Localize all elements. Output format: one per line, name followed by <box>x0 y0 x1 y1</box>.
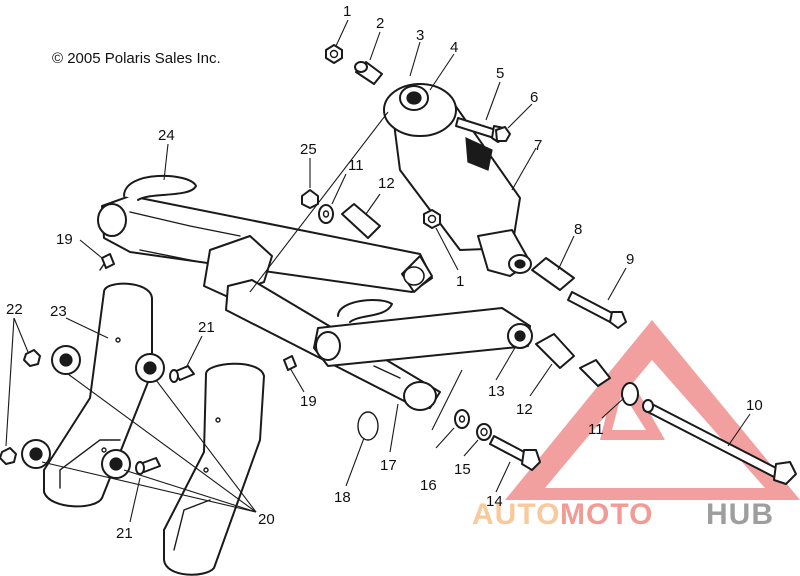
callout-22: 22 <box>6 301 23 318</box>
watermark-moto: MOTO <box>560 498 653 531</box>
callout-18: 18 <box>334 489 351 506</box>
callout-5: 5 <box>496 65 504 82</box>
pin-21-lower <box>135 457 161 475</box>
callout-21-lower: 21 <box>116 525 133 542</box>
callout-12-lower: 12 <box>516 401 533 418</box>
callout-6: 6 <box>530 89 538 106</box>
callout-21-upper: 21 <box>198 319 215 336</box>
callout-19-mid: 19 <box>300 393 317 410</box>
nut-mid <box>423 209 441 229</box>
washer-15 <box>476 423 492 441</box>
watermark-triangle <box>505 320 800 500</box>
bolt-shock-bottom <box>567 291 627 329</box>
bolt-small-mid <box>283 355 297 371</box>
callout-19-left: 19 <box>56 231 73 248</box>
nut-22a <box>23 349 41 367</box>
nut-22b <box>0 447 17 465</box>
bolt-long <box>642 399 797 485</box>
callouts: 1 2 3 4 5 6 7 24 25 11 12 1 8 9 19 22 23… <box>6 3 763 542</box>
callout-11-upper: 11 <box>348 157 364 174</box>
watermark-logo: AUTO MOTO HUB <box>472 320 800 531</box>
nut-upper <box>301 189 319 209</box>
washer-right <box>621 382 639 406</box>
callout-20: 20 <box>258 511 275 528</box>
bushing-link-3 <box>21 439 51 469</box>
watermark-auto: AUTO <box>472 498 560 531</box>
bushing-shock-bottom <box>531 257 575 291</box>
callout-2: 2 <box>376 15 384 32</box>
spacer-lower <box>535 333 575 369</box>
callout-17: 17 <box>380 457 397 474</box>
callout-13: 13 <box>488 383 505 400</box>
callout-9: 9 <box>626 251 634 268</box>
bushing-link-2 <box>135 353 165 383</box>
bushing-link-4 <box>101 449 131 479</box>
callout-23: 23 <box>50 303 67 320</box>
watermark-hub: HUB <box>706 498 774 531</box>
callout-25: 25 <box>300 141 317 158</box>
upper-arm <box>97 174 433 297</box>
leader-lines <box>5 19 751 523</box>
callout-4: 4 <box>450 39 458 56</box>
callout-16: 16 <box>420 477 437 494</box>
callout-11-lower: 11 <box>588 421 604 438</box>
link-right <box>163 362 265 576</box>
callout-3: 3 <box>416 27 424 44</box>
callout-10: 10 <box>746 397 763 414</box>
o-ring <box>357 411 379 441</box>
bushing-link-1 <box>51 345 81 375</box>
lower-arm <box>225 279 533 411</box>
bushing-top <box>354 61 383 85</box>
spacer-upper <box>341 203 381 239</box>
pin-21-upper <box>169 365 195 383</box>
callout-1-top: 1 <box>343 3 351 20</box>
washer-upper <box>318 204 334 224</box>
callout-7: 7 <box>534 137 542 154</box>
spacer-right <box>579 359 611 387</box>
bolt-14 <box>489 435 541 471</box>
shock-absorber <box>383 83 532 277</box>
callout-24: 24 <box>158 127 175 144</box>
link-left <box>43 282 153 508</box>
callout-15: 15 <box>454 461 471 478</box>
nut-shock-top <box>495 126 511 142</box>
washer-16 <box>454 409 470 429</box>
callout-12-upper: 12 <box>378 175 395 192</box>
callout-1-mid: 1 <box>456 273 464 290</box>
bolt-small-left <box>99 253 115 271</box>
callout-14: 14 <box>486 493 503 510</box>
nut-top <box>325 44 343 64</box>
callout-8: 8 <box>574 221 582 238</box>
copyright-text: © 2005 Polaris Sales Inc. <box>52 50 221 67</box>
